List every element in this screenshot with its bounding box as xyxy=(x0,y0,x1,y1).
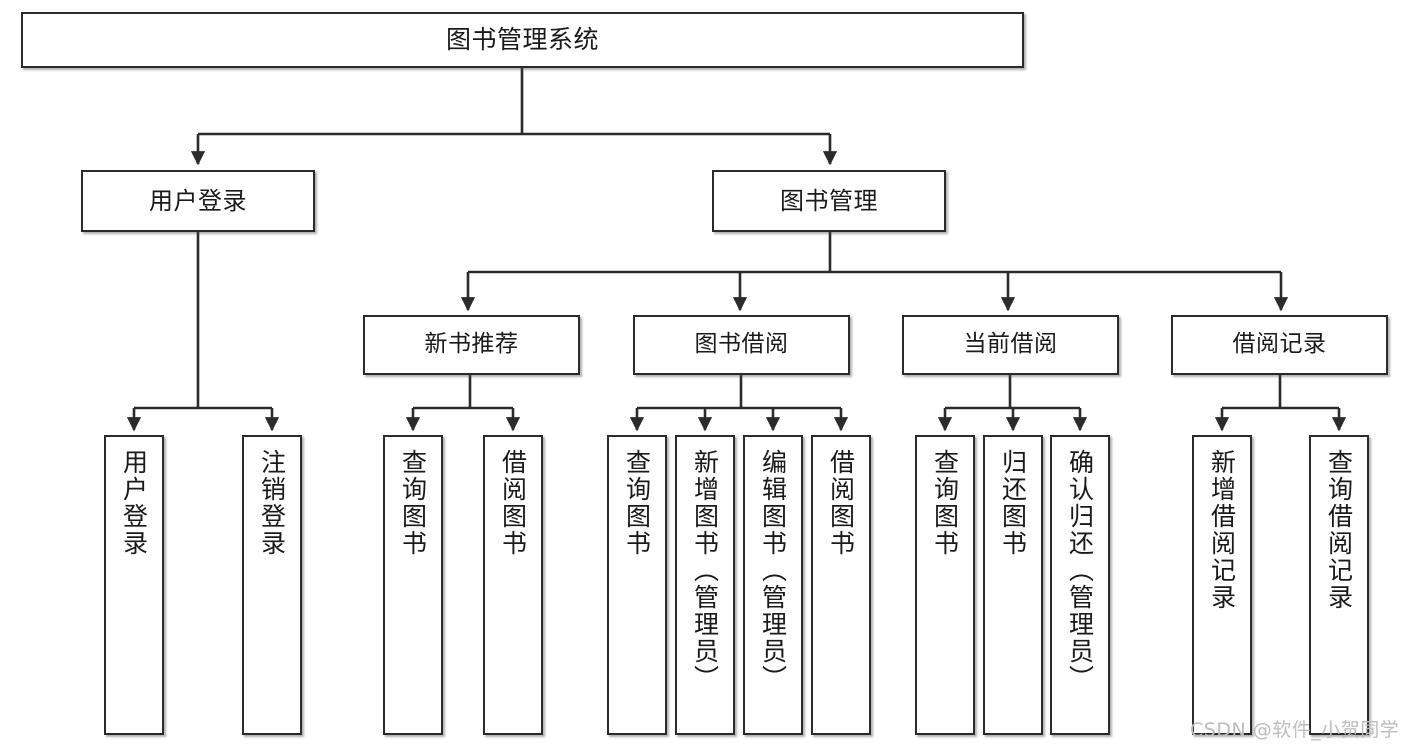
node-book-management[interactable]: 图书管理 xyxy=(712,170,946,232)
node-borrow-records[interactable]: 借阅记录 xyxy=(1171,315,1388,375)
node-current-borrow[interactable]: 当前借阅 xyxy=(902,315,1119,375)
node-leaf-return-book[interactable]: 归还图书 xyxy=(983,435,1043,735)
node-leaf-query-book-2[interactable]: 查询图书 xyxy=(607,435,667,735)
node-leaf-borrow-book-2-label: 借阅图书 xyxy=(826,449,856,557)
node-book-management-label: 图书管理 xyxy=(780,186,878,215)
node-borrow-records-label: 借阅记录 xyxy=(1232,331,1327,358)
node-leaf-return-book-label: 归还图书 xyxy=(998,449,1028,557)
node-leaf-query-book-3[interactable]: 查询图书 xyxy=(915,435,975,735)
node-root-label: 图书管理系统 xyxy=(445,25,599,54)
node-leaf-borrow-book-1-label: 借阅图书 xyxy=(498,449,528,557)
node-leaf-add-book[interactable]: 新增图书（管理员） xyxy=(675,435,735,735)
node-user-login[interactable]: 用户登录 xyxy=(81,170,315,232)
node-book-borrow[interactable]: 图书借阅 xyxy=(633,315,850,375)
node-leaf-query-book-1[interactable]: 查询图书 xyxy=(383,435,443,735)
node-leaf-query-book-3-label: 查询图书 xyxy=(930,449,960,557)
node-current-borrow-label: 当前借阅 xyxy=(963,331,1058,358)
node-leaf-confirm-return[interactable]: 确认归还（管理员） xyxy=(1050,435,1110,735)
node-book-borrow-label: 图书借阅 xyxy=(694,331,789,358)
node-leaf-edit-book[interactable]: 编辑图书（管理员） xyxy=(743,435,803,735)
node-new-book-recommend[interactable]: 新书推荐 xyxy=(363,315,580,375)
node-root[interactable]: 图书管理系统 xyxy=(21,12,1024,68)
node-leaf-edit-book-label: 编辑图书（管理员） xyxy=(758,449,788,692)
node-leaf-logout-label: 注销登录 xyxy=(257,449,287,557)
node-user-login-label: 用户登录 xyxy=(149,186,247,215)
node-leaf-add-record-label: 新增借阅记录 xyxy=(1207,449,1237,611)
node-leaf-borrow-book-1[interactable]: 借阅图书 xyxy=(483,435,543,735)
node-new-book-recommend-label: 新书推荐 xyxy=(424,331,519,358)
node-leaf-query-record-label: 查询借阅记录 xyxy=(1324,449,1354,611)
node-leaf-user-login[interactable]: 用户登录 xyxy=(104,435,164,735)
node-leaf-query-record[interactable]: 查询借阅记录 xyxy=(1309,435,1369,735)
node-leaf-add-book-label: 新增图书（管理员） xyxy=(690,449,720,692)
node-leaf-add-record[interactable]: 新增借阅记录 xyxy=(1192,435,1252,735)
node-leaf-query-book-2-label: 查询图书 xyxy=(622,449,652,557)
node-leaf-query-book-1-label: 查询图书 xyxy=(398,449,428,557)
node-leaf-borrow-book-2[interactable]: 借阅图书 xyxy=(811,435,871,735)
node-leaf-logout[interactable]: 注销登录 xyxy=(242,435,302,735)
node-leaf-confirm-return-label: 确认归还（管理员） xyxy=(1065,449,1095,692)
node-leaf-user-login-label: 用户登录 xyxy=(119,449,149,557)
